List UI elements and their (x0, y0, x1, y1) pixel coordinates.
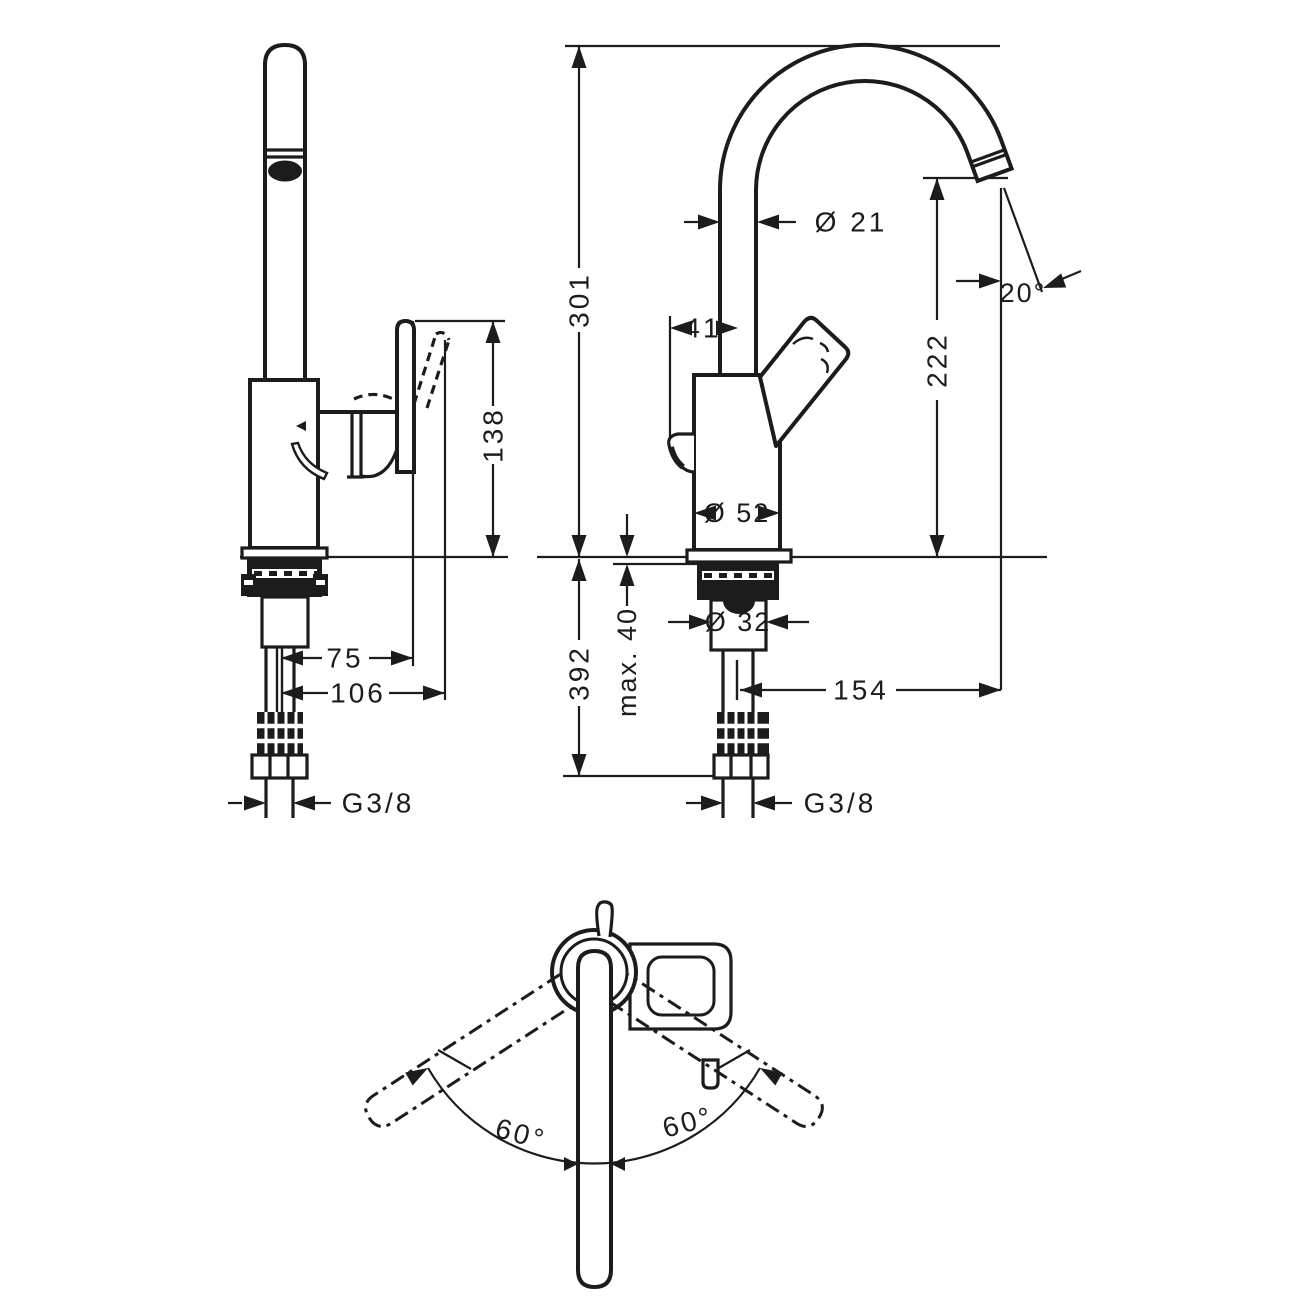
handle-blade-side (395, 318, 416, 474)
handle-underside-curve (360, 448, 399, 479)
spout-aerator-line-1 (970, 148, 1006, 164)
spout-aerator-line-2 (971, 152, 1007, 169)
clamp-right-mark (316, 580, 325, 585)
flow-marker-triangle (296, 421, 306, 431)
outlet-nose-lip (668, 446, 685, 470)
braided-hose-side (257, 712, 303, 755)
handle-raised-dash-2 (425, 339, 451, 409)
dimension-spout-diameter: Ø 21 (684, 207, 888, 238)
dimension-shank-diameter: Ø 32 (668, 607, 809, 637)
front-view-faucet (667, 42, 1015, 818)
dim-handle-height: 138 (478, 407, 509, 463)
dimension-301-392: 301 392 (564, 46, 595, 776)
braided-hose-front (717, 712, 769, 755)
swivel-extreme-right (609, 973, 824, 1128)
dim-total-height: 301 (564, 272, 595, 328)
dim-offset-106: 106 (330, 678, 386, 709)
deck-flange-side (240, 546, 329, 560)
dimension-222: 222 (922, 178, 953, 557)
blade-detail-1 (792, 336, 814, 345)
dimension-body-diameter: Ø 52 (694, 498, 780, 528)
handle-raised-dash-top (435, 330, 451, 341)
side-view-faucet (240, 42, 451, 818)
dim-offset-75: 75 (326, 643, 363, 674)
clamp-left-mark (244, 580, 253, 585)
supply-hose-front (721, 650, 755, 712)
dimension-75: 75 (281, 643, 413, 674)
blade-detail-2 (819, 341, 830, 353)
dim-projection: 154 (833, 675, 889, 706)
outlet-nub-top-view (701, 1058, 720, 1090)
gasket-dome (723, 588, 755, 614)
dim-max-mount: max. 40 (612, 607, 642, 717)
dim-spout-diameter: Ø 21 (815, 207, 888, 238)
dim-thread-front: G3/8 (804, 788, 877, 819)
dimension-154: 154 (740, 675, 1001, 706)
swan-neck-spout (718, 42, 1015, 375)
outlet-opening (268, 160, 302, 182)
dim-swivel-right: 60° (659, 1100, 717, 1143)
dimension-thread-side: G3/8 (228, 788, 415, 819)
dimension-138: 138 (478, 321, 509, 557)
dimension-41: 41 (670, 313, 738, 344)
dim-outlet-height: 222 (922, 332, 953, 388)
hex-nut-front (712, 753, 770, 780)
top-view: 60° 60° (364, 900, 824, 1290)
handle-raised-dash-neck (353, 392, 398, 403)
blade-detail-3 (820, 357, 829, 374)
spout-top-view (576, 948, 613, 1290)
arc-tick-right (716, 1049, 751, 1070)
handle-motion-arc (290, 441, 329, 481)
dimension-106: 106 (281, 678, 445, 709)
dim-body-diameter: Ø 52 (704, 498, 771, 528)
spout-pipe-side (263, 42, 307, 380)
dim-swivel-left: 60° (492, 1112, 550, 1155)
shank-side (260, 595, 310, 649)
lever-top-view (595, 900, 614, 938)
center-mark-left (564, 1157, 578, 1171)
outlet-angle-line (1002, 187, 1044, 293)
swivel-arc (427, 1067, 761, 1165)
dim-outlet-angle: 20° (1000, 278, 1047, 308)
swivel-extreme-left (364, 973, 579, 1128)
dim-under-height: 392 (564, 645, 595, 701)
dim-thread-side: G3/8 (342, 788, 415, 819)
arc-tick-left (437, 1049, 472, 1070)
hex-nut-side (250, 753, 309, 780)
dim-outlet-offset: 41 (684, 313, 721, 344)
center-mark-right (611, 1157, 625, 1171)
dimension-max40: max. 40 (612, 514, 642, 717)
dim-shank-diameter: Ø 32 (705, 607, 772, 637)
handle-raised-dash-1 (412, 333, 438, 405)
body-top-view (628, 942, 733, 1031)
deck-flange-front (685, 548, 793, 564)
dimension-thread-front: G3/8 (686, 788, 877, 819)
dimension-20deg: 20° (956, 269, 1082, 308)
